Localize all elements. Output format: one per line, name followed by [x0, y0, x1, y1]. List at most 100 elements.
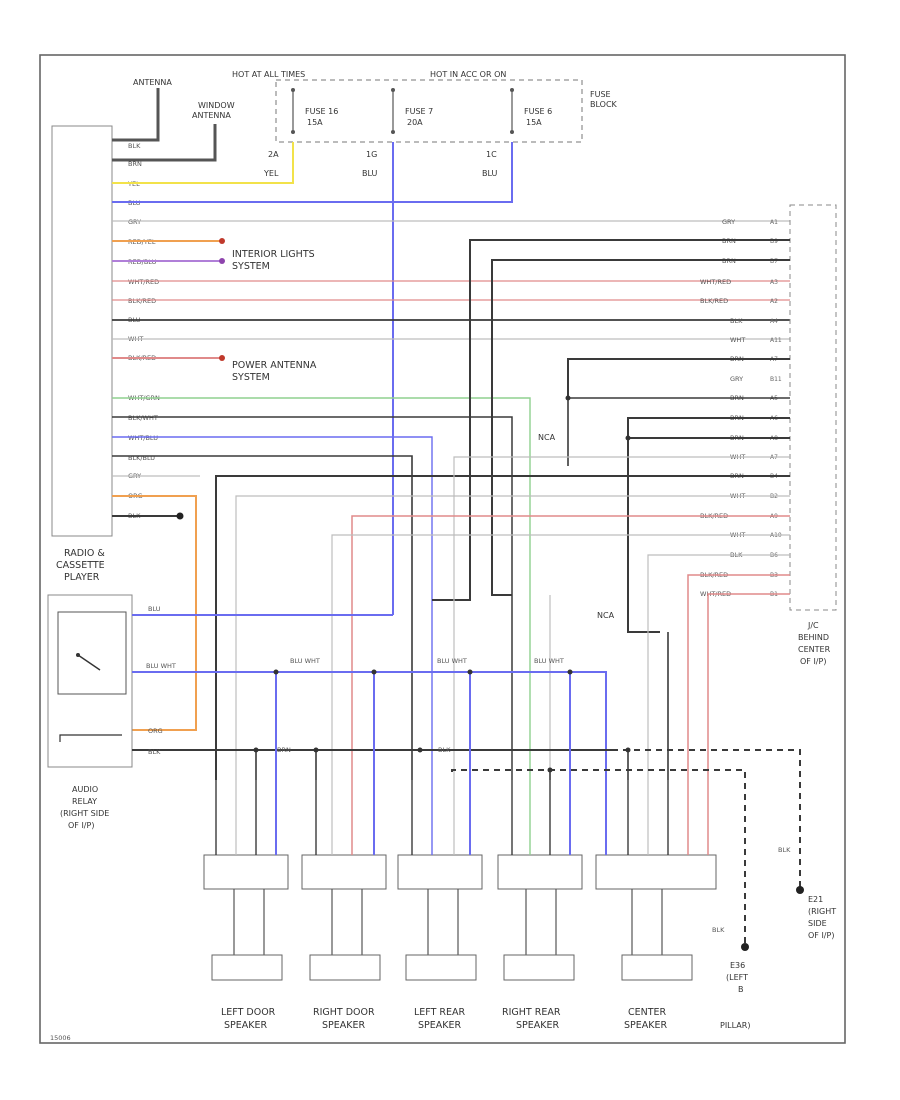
grounds: BLK E21 (RIGHT SIDE OF I/P) BLK E36 (LEF… — [712, 846, 836, 1030]
fuse-block-label-2: BLOCK — [590, 100, 618, 109]
speaker-center: CENTER SPEAKER — [595, 780, 717, 1031]
antenna-label: ANTENNA — [133, 78, 172, 87]
e36-1: E36 — [730, 961, 745, 970]
speaker-left-door: LEFT DOOR SPEAKER — [203, 780, 289, 1031]
relay-label-3: (RIGHT SIDE — [60, 809, 109, 818]
spk-0-name-2: SPEAKER — [224, 1020, 267, 1031]
radio-label-1: RADIO & — [64, 548, 105, 559]
jp-2: B7 — [770, 258, 778, 265]
jc-label-2: BEHIND — [798, 633, 829, 642]
jc-label-3: CENTER — [798, 645, 831, 654]
relay-wires: BLU BLU WHT ORG BLK BLU WHT BLU WHT BLU … — [132, 605, 801, 945]
fuse-block: HOT AT ALL TIMES HOT IN ACC OR ON FUSE B… — [232, 70, 618, 178]
fuse-7-circuit: 1G — [366, 150, 377, 159]
spk-1-name-1: RIGHT DOOR — [313, 1007, 375, 1018]
radio-label-2: CASSETTE — [56, 560, 105, 571]
jw-5: BLK — [730, 317, 743, 325]
spk-3-name-2: SPEAKER — [516, 1020, 559, 1031]
e21-3: SIDE — [808, 919, 827, 928]
diagram-frame — [39, 54, 846, 1044]
hot-header: HOT AT ALL TIMES — [232, 70, 305, 79]
rw-13: BLK/WHT — [128, 414, 158, 422]
spk-4-name-2: SPEAKER — [624, 1020, 667, 1031]
relay-label-2: RELAY — [72, 797, 97, 806]
e21-2: (RIGHT — [808, 907, 836, 916]
relay-wire-3: BLK — [148, 748, 161, 756]
jw-8: GRY — [730, 375, 743, 383]
relay-wire-1: BLU WHT — [146, 662, 176, 670]
fuse-16-name: FUSE 16 — [305, 107, 338, 116]
fuse-16-rating: 15A — [307, 118, 323, 127]
jp-0: A1 — [770, 219, 778, 226]
speaker-left-rear: LEFT REAR SPEAKER — [397, 780, 483, 1031]
relay-wire-0: BLU — [148, 605, 161, 613]
fuse-7-rating: 20A — [407, 118, 423, 127]
e21-4: OF I/P) — [808, 931, 834, 940]
antenna-group: ANTENNA WINDOW ANTENNA — [112, 78, 235, 162]
spk-0-name-1: LEFT DOOR — [221, 1007, 276, 1018]
jp-4: A2 — [770, 298, 778, 305]
radio-wire-labels: BLK BRN YEL BLU GRY RED/YEL RED/BLU WHT/… — [127, 142, 160, 520]
fuse-6-wire: BLU — [482, 169, 498, 178]
rw-0: BLK — [128, 142, 141, 150]
diagram-id: 15006 — [50, 1034, 71, 1042]
rw-14: WHT/BLU — [128, 434, 158, 442]
interior-lights-label-2: SYSTEM — [232, 261, 270, 272]
fuse-block-label-1: FUSE — [590, 90, 611, 99]
power-antenna-label-1: POWER ANTENNA — [232, 360, 317, 371]
nca-upper-label: NCA — [538, 433, 556, 442]
fuse-6-circuit: 1C — [486, 150, 497, 159]
radio-cassette-player: RADIO & CASSETTE PLAYER AUDIO RELAY (RIG… — [47, 548, 133, 830]
jc-connector: J/C BEHIND CENTER OF I/P) — [789, 204, 837, 666]
bus-lbl-0: BLU WHT — [290, 657, 320, 665]
rw-15: BLK/BLU — [128, 454, 155, 462]
e36-4: PILLAR) — [720, 1021, 750, 1030]
rw-8: BLK/RED — [128, 297, 156, 305]
radio-label-3: PLAYER — [64, 572, 100, 583]
e36-2: (LEFT — [726, 973, 748, 982]
jp-3: A3 — [770, 279, 778, 286]
jw-0: GRY — [722, 218, 735, 226]
e21-1: E21 — [808, 895, 823, 904]
spk-1-name-2: SPEAKER — [322, 1020, 365, 1031]
gnd-lbl-0: BRN — [277, 746, 291, 754]
jc-label-1: J/C — [807, 621, 819, 630]
jc-label-4: OF I/P) — [800, 657, 826, 666]
power-antenna-label-2: SYSTEM — [232, 372, 270, 383]
window-antenna-label-1: WINDOW — [198, 101, 235, 110]
nca-lower-label: NCA — [597, 611, 615, 620]
fuse-16-wire: YEL — [263, 169, 279, 178]
spk-2-name-1: LEFT REAR — [414, 1007, 466, 1018]
jp-6: A11 — [770, 337, 782, 344]
hot-header-2: HOT IN ACC OR ON — [430, 70, 506, 79]
rw-4: GRY — [128, 218, 141, 226]
fuse-6-name: FUSE 6 — [524, 107, 552, 116]
window-antenna-label-2: ANTENNA — [192, 111, 231, 120]
jp-5: A4 — [770, 318, 778, 325]
fuse-7-name: FUSE 7 — [405, 107, 433, 116]
interior-lights-label-1: INTERIOR LIGHTS — [232, 249, 315, 260]
fuse-16-circuit: 2A — [268, 150, 279, 159]
bus-lbl-1: BLU WHT — [437, 657, 467, 665]
gnd-blk-e21: BLK — [778, 846, 791, 854]
relay-label-4: OF I/P) — [68, 821, 94, 830]
jc-wires: NCA NCA — [215, 239, 790, 780]
speakers: LEFT DOOR SPEAKER RIGHT DOOR SPEAKER LEF… — [203, 780, 717, 1031]
e36-3: B — [738, 985, 744, 994]
spk-2-name-2: SPEAKER — [418, 1020, 461, 1031]
rw-7: WHT/RED — [128, 278, 159, 286]
relay-wire-2: ORG — [148, 727, 163, 735]
rw-1: BRN — [128, 160, 142, 168]
jw-6: WHT — [730, 336, 745, 344]
gnd-lbl-1: BLK — [438, 746, 451, 754]
spk-3-name-1: RIGHT REAR — [502, 1007, 561, 1018]
fuse-6-rating: 15A — [526, 118, 542, 127]
jw-4: BLK/RED — [700, 297, 728, 305]
radio-connector — [51, 125, 113, 537]
gnd-blk-e36: BLK — [712, 926, 725, 934]
bus-lbl-2: BLU WHT — [534, 657, 564, 665]
fuse-7-wire: BLU — [362, 169, 378, 178]
jw-3: WHT/RED — [700, 278, 731, 286]
spk-4-name-1: CENTER — [628, 1007, 667, 1018]
